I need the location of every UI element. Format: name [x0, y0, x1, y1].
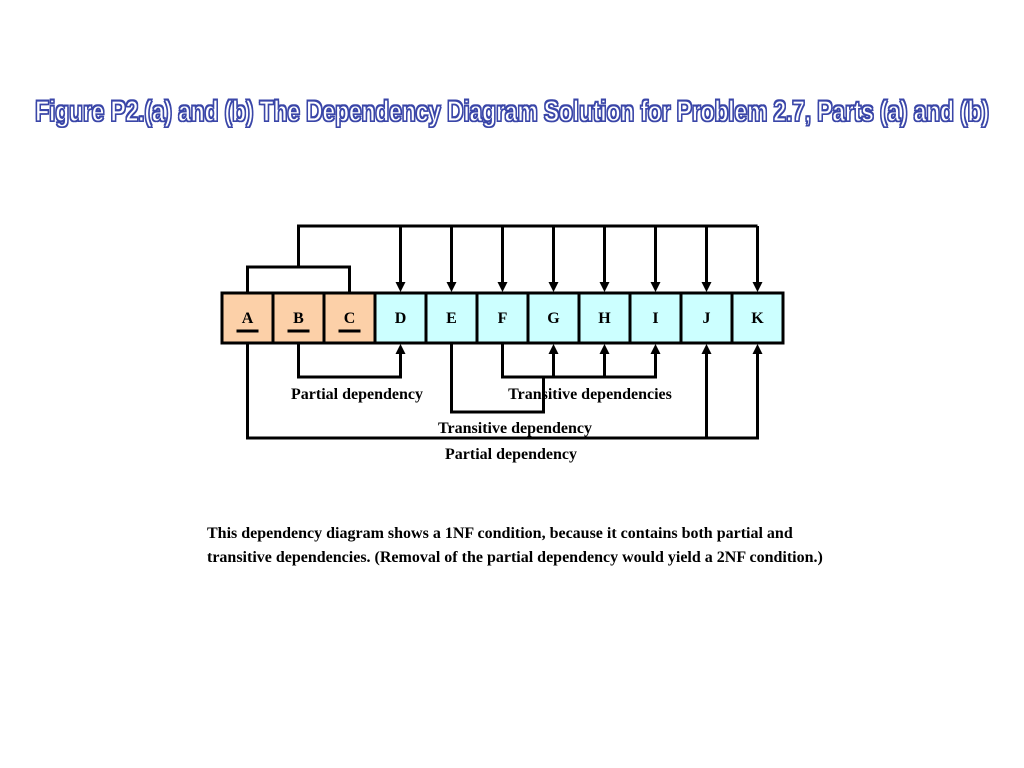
label-partial-dependency-a: Partial dependency [445, 446, 577, 463]
attribute-label-g: G [547, 310, 560, 327]
label-transitive-dependency-e: Transitive dependency [438, 420, 592, 437]
partial-dependency-a-k-arrow [752, 344, 763, 354]
full-dependency-arrow-d [395, 282, 406, 292]
attribute-label-k: K [751, 310, 764, 327]
transitive-dependency-f-i-line [501, 343, 657, 379]
label-transitive-dependencies-fi: Transitive dependencies [508, 386, 672, 403]
attribute-cell-d [373, 291, 428, 345]
transitive-dependency-e-g-line [450, 343, 545, 414]
attribute-label-b: B [293, 310, 304, 327]
full-dependency-arrow-e [446, 282, 457, 292]
transitive-dependency-f-g-arrow [548, 344, 559, 354]
attribute-label-d: D [395, 310, 407, 327]
attribute-label-a: A [242, 310, 254, 327]
attribute-cell-j [679, 291, 734, 345]
transitive-dependency-f-i-arrow [650, 344, 661, 354]
label-partial-dependency-bc: Partial dependency [291, 386, 423, 403]
full-dependency-arrow-h [599, 282, 610, 292]
attribute-cell-e [424, 291, 479, 345]
dependency-lines [246, 224, 759, 440]
partial-dependency-b-d-line [297, 343, 402, 379]
attribute-cells: A B C D E F G H I J K [220, 291, 785, 345]
attribute-cell-f [475, 291, 530, 345]
partial-dependency-a-k-line [246, 343, 759, 440]
dependency-arrowheads [395, 282, 763, 354]
attribute-cell-h [577, 291, 632, 345]
attribute-cell-a [220, 291, 275, 345]
attribute-cell-k [730, 291, 785, 345]
attribute-label-h: H [598, 310, 611, 327]
attribute-label-f: F [498, 310, 508, 327]
full-dependency-line [297, 224, 758, 267]
full-dependency-arrow-j [701, 282, 712, 292]
partial-dependency-a-j-arrow [701, 344, 712, 354]
attribute-label-e: E [446, 310, 457, 327]
full-dependency-arrow-i [650, 282, 661, 292]
transitive-dependency-f-h-arrow [599, 344, 610, 354]
attribute-label-c: C [344, 310, 356, 327]
attribute-label-i: I [652, 310, 658, 327]
attribute-label-j: J [703, 310, 711, 327]
full-dependency-arrow-g [548, 282, 559, 292]
description-text: This dependency diagram shows a 1NF cond… [207, 525, 823, 566]
attribute-cell-i [628, 291, 683, 345]
figure-title: Figure P2.(a) and (b) The Dependency Dia… [35, 94, 990, 128]
full-dependency-arrow-f [497, 282, 508, 292]
full-dependency-arrow-k [752, 282, 763, 292]
key-group-line [246, 265, 351, 293]
partial-dependency-b-d-arrow [395, 344, 406, 354]
